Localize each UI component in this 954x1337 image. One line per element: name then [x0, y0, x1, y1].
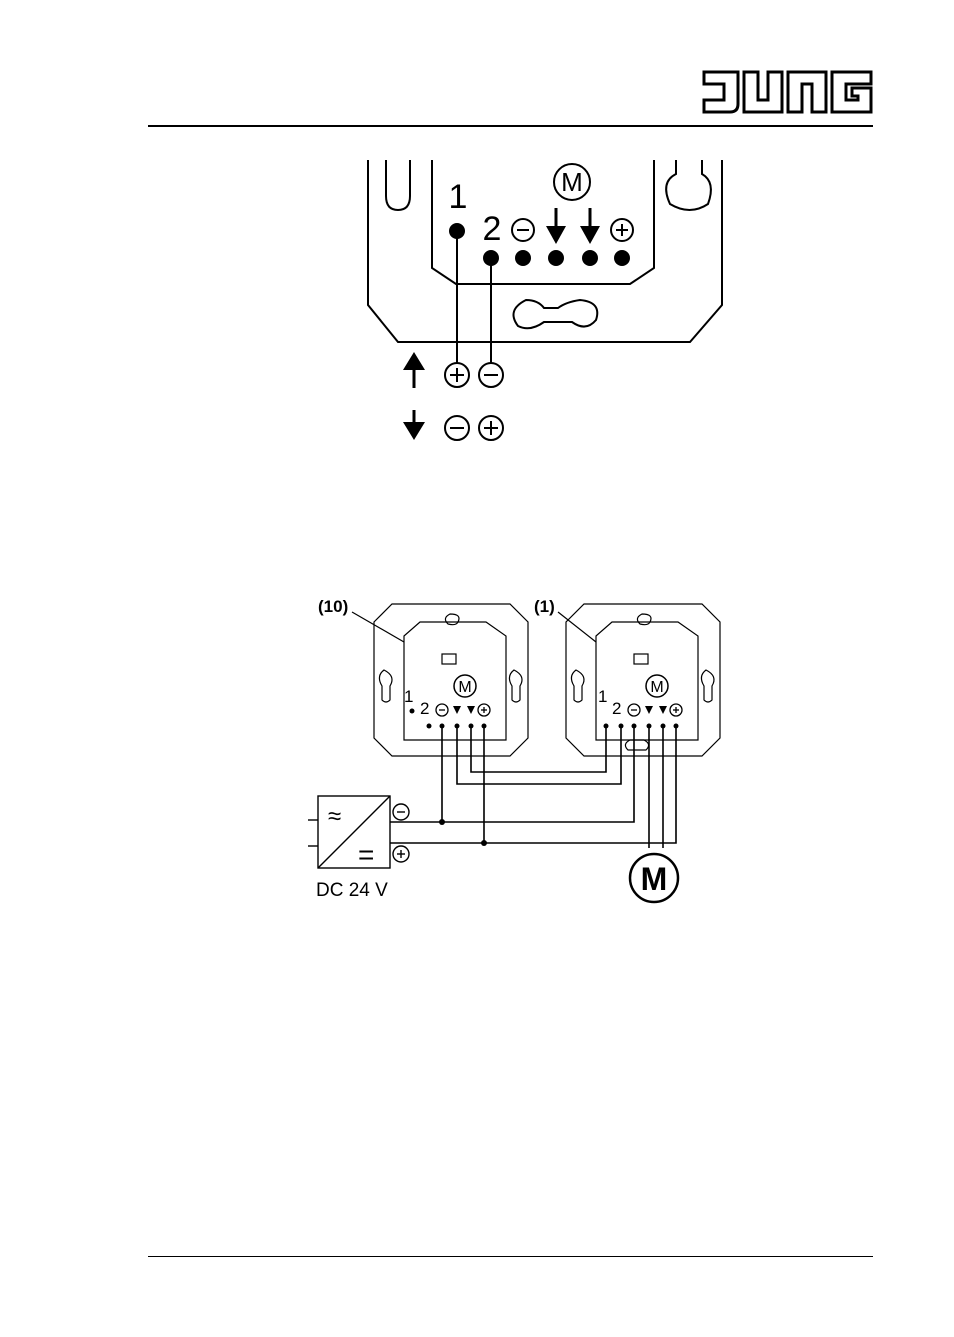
motor-label: M	[641, 861, 668, 897]
terminal-2-label: 2	[612, 699, 621, 718]
terminal-2-label: 2	[420, 699, 429, 718]
power-supply	[308, 795, 391, 869]
footer-rule	[148, 1256, 873, 1257]
terminal-1-label: 1	[598, 687, 607, 706]
motor-symbol: M	[628, 852, 680, 904]
terminal-detail-diagram: M 1 2	[367, 160, 723, 441]
minus-icon	[511, 218, 535, 242]
down-arrow-icon	[403, 410, 425, 440]
minus-icon	[478, 362, 504, 388]
ac-symbol: ≈	[328, 803, 341, 830]
psu-voltage-label: DC 24 V	[316, 880, 388, 901]
plus-icon	[610, 218, 634, 242]
terminal-1-label: 1	[404, 687, 413, 706]
up-arrow-icon	[403, 352, 425, 388]
down-arrow-icon	[580, 208, 600, 244]
plus-icon	[392, 845, 410, 863]
motor-symbol: M	[453, 674, 477, 698]
motor-symbol: M	[645, 674, 669, 698]
wiring-diagram: (10) (1) M 1 2 M 1 2	[308, 597, 721, 904]
motor-symbol: M	[553, 163, 591, 201]
minus-icon	[444, 415, 470, 441]
terminal-1-label: 1	[449, 178, 468, 216]
dc-symbol: =	[358, 839, 374, 870]
terminal-dots	[449, 223, 630, 266]
minus-icon	[392, 803, 410, 821]
header-rule	[148, 125, 873, 127]
terminal-2-label: 2	[483, 210, 502, 248]
device-label-1: (1)	[534, 597, 555, 616]
jung-logo	[702, 70, 873, 114]
motor-label: M	[650, 679, 663, 696]
down-arrow-icon	[546, 208, 566, 244]
motor-label: M	[458, 679, 471, 696]
device-label-10: (10)	[318, 597, 348, 616]
plus-icon	[478, 415, 504, 441]
motor-label: M	[561, 167, 583, 197]
plus-icon	[444, 362, 470, 388]
